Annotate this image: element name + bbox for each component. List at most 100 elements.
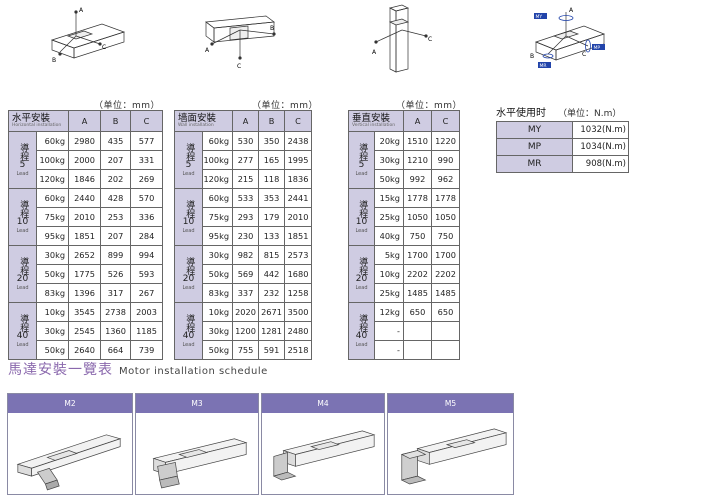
lead-label-en: Lead — [355, 170, 368, 177]
lead-value: 10 — [355, 217, 368, 228]
value-cell: 1360 — [100, 321, 132, 341]
load-cell: 83kg — [35, 283, 70, 303]
lead-label: 導程 — [357, 143, 367, 161]
motor-model-label: M5 — [388, 394, 513, 413]
value-cell: 530 — [232, 131, 260, 151]
value-cell: 202 — [100, 169, 132, 189]
lead-value: 40 — [182, 331, 195, 342]
load-cell: 50kg — [201, 264, 234, 284]
value-cell: 1185 — [130, 321, 164, 341]
value-cell: 899 — [100, 245, 132, 265]
static-moment-title: 水平使用时 — [496, 108, 546, 119]
motor-model-label: M2 — [8, 394, 132, 413]
load-cell: 50kg — [35, 264, 70, 284]
value-cell: 331 — [130, 150, 164, 170]
lead-label-en: Lead — [182, 227, 195, 234]
value-cell: 179 — [258, 207, 286, 227]
lead-label-zh: 導程 — [18, 200, 29, 219]
lead-label: 導程 — [18, 257, 28, 275]
value-cell: 2440 — [68, 188, 102, 208]
value-cell: 2202 — [431, 264, 460, 284]
load-cell: 10kg — [374, 264, 404, 284]
value-cell: 230 — [232, 226, 260, 246]
column-header: C — [130, 110, 164, 132]
moment-key: MP — [496, 138, 573, 156]
value-cell: 215 — [232, 169, 260, 189]
value-cell: 1258 — [284, 283, 313, 303]
value-cell: 992 — [403, 169, 432, 189]
load-cell: 95kg — [201, 226, 234, 246]
load-cell: 30kg — [35, 321, 70, 341]
value-cell: 350 — [258, 131, 286, 151]
value-cell: 2652 — [68, 245, 102, 265]
value-cell: 982 — [232, 245, 260, 265]
load-cell: 120kg — [35, 169, 70, 189]
lead-label: 導程 — [184, 143, 194, 161]
load-cell: 30kg — [35, 245, 70, 265]
diagram-label-b: B — [52, 57, 56, 64]
load-cell: 40kg — [374, 226, 404, 246]
load-cell: 75kg — [201, 207, 234, 227]
value-cell: 2518 — [284, 340, 313, 360]
value-cell: 2980 — [68, 131, 102, 151]
lead-label-en: Lead — [355, 284, 368, 291]
value-cell: 269 — [130, 169, 164, 189]
value-cell: 2010 — [68, 207, 102, 227]
motor-panel-m3: M3 — [135, 393, 259, 495]
load-cell: - — [374, 321, 404, 341]
value-cell: 2441 — [284, 188, 313, 208]
value-cell — [431, 340, 460, 360]
lead-label-zh: 導程 — [184, 257, 195, 276]
value-cell: 1836 — [284, 169, 313, 189]
value-cell: 1778 — [403, 188, 432, 208]
motor-panel-m5: M5 — [387, 393, 514, 495]
value-cell: 3500 — [284, 302, 313, 322]
value-cell: 133 — [258, 226, 286, 246]
value-cell: 962 — [431, 169, 460, 189]
value-cell: 750 — [431, 226, 460, 246]
value-cell: 253 — [100, 207, 132, 227]
value-cell: 1281 — [258, 321, 286, 341]
lead-label-en: Lead — [16, 341, 29, 348]
load-cell: 30kg — [201, 245, 234, 265]
value-cell: 2010 — [284, 207, 313, 227]
lead-label: 導程 — [184, 257, 195, 276]
lead-label-en: Lead — [355, 227, 368, 234]
motor-title-zh: 馬達安裝一覽表 — [8, 362, 113, 378]
moment-label-my: MY — [536, 14, 543, 20]
moment-value: 1032(N.m) — [572, 121, 629, 139]
diagram-label-c: C — [582, 51, 586, 58]
value-cell: 1396 — [68, 283, 102, 303]
diagram-label-a: A — [205, 47, 210, 54]
value-cell: 526 — [100, 264, 132, 284]
value-cell: 2671 — [258, 302, 286, 322]
lead-label-en: Lead — [355, 341, 368, 348]
value-cell: 2020 — [232, 302, 260, 322]
lead-label-zh: 導程 — [18, 314, 29, 333]
lead-value: 20 — [16, 274, 29, 285]
motor-title-en: Motor installation schedule — [119, 366, 268, 377]
lead-label-en: Lead — [182, 170, 195, 177]
